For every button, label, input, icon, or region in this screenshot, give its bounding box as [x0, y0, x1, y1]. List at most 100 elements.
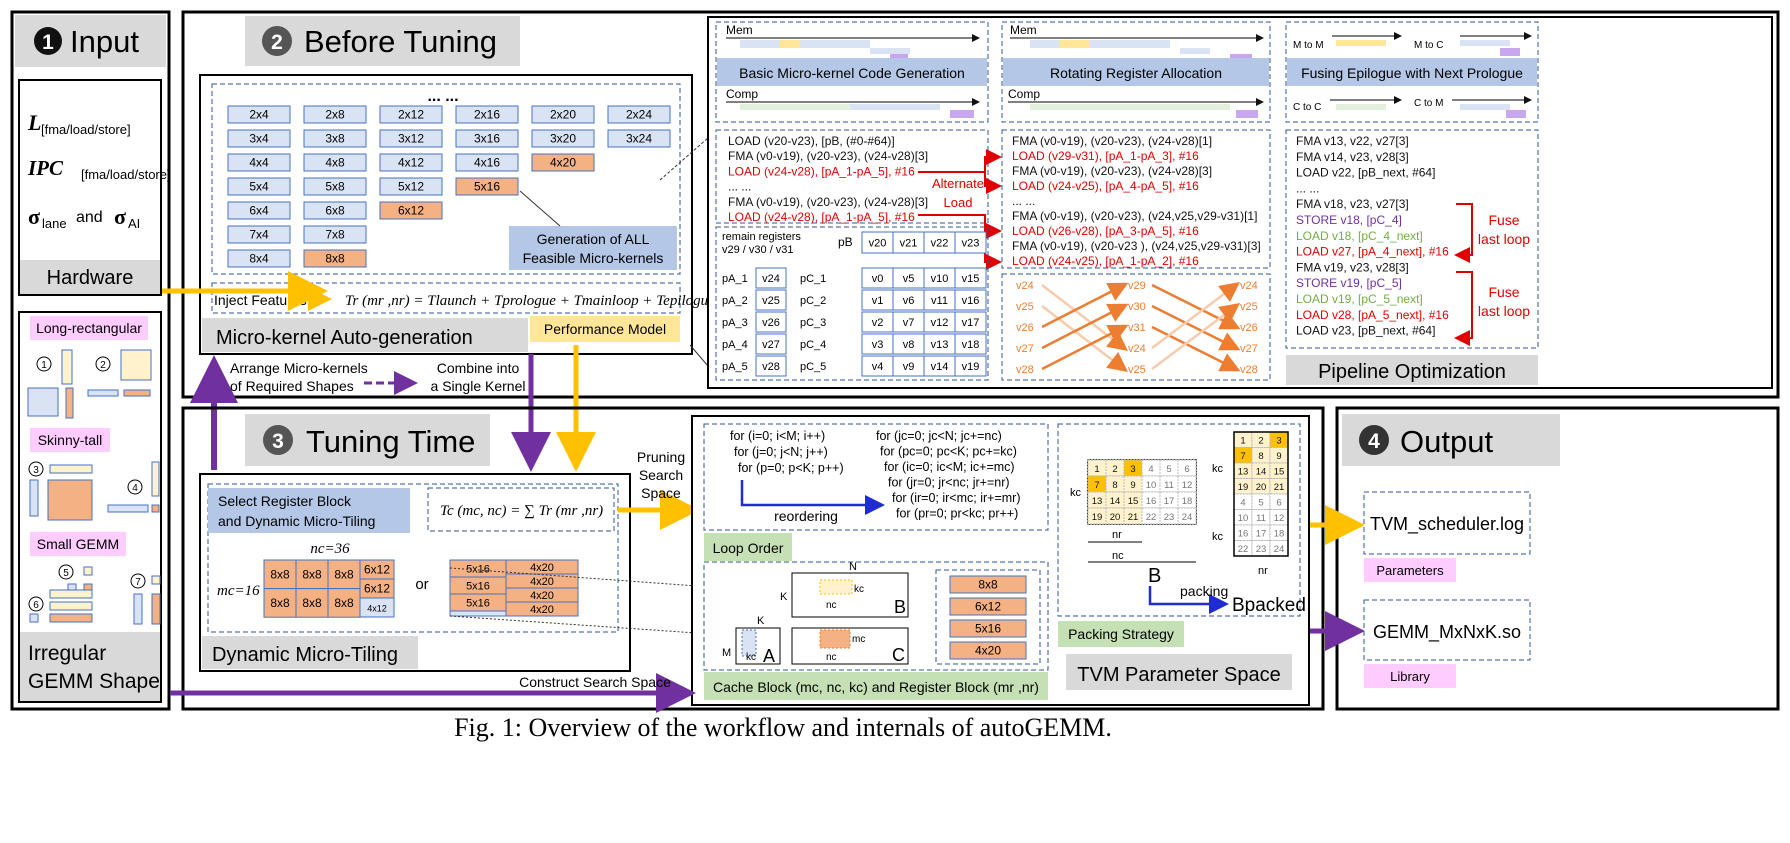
- pc-reg-text: v10: [931, 273, 949, 285]
- pc-label: pC_3: [800, 317, 826, 329]
- construct-label: Construct Search Space: [519, 674, 671, 690]
- b-cell-num: 5: [1166, 464, 1171, 475]
- combine-label-1: Combine into: [437, 360, 520, 376]
- fuse-label-1: Fuse: [1488, 212, 1519, 228]
- nc-label: nc=36: [310, 541, 350, 557]
- mc-label-c: mc: [852, 634, 865, 645]
- pa-label: pA_5: [722, 361, 748, 373]
- hw-sigma-lane: σ: [28, 204, 40, 229]
- tile-b-text: 4x20: [530, 590, 554, 602]
- b-cell-num: 12: [1182, 480, 1193, 491]
- bp-cell-num: 7: [1240, 451, 1245, 462]
- b-cell-num: 16: [1146, 496, 1157, 507]
- pc-reg-text: v14: [931, 361, 949, 373]
- pa-reg-cell: [755, 267, 787, 289]
- m-to-m: M to M: [1293, 40, 1324, 51]
- bp-cell-num: 22: [1238, 544, 1249, 555]
- code-line: FMA (v0-v19), (v20-v23), (v24,v25,v29-v3…: [1012, 209, 1257, 223]
- or-label: or: [415, 576, 428, 593]
- b-label: B: [1148, 565, 1161, 587]
- step-one-badge: [34, 27, 62, 55]
- code-line: LOAD v28, [pA_5_next], #16: [1296, 308, 1449, 322]
- tile-a-cell: [359, 597, 395, 618]
- b-cell-num: 21: [1128, 512, 1139, 523]
- generation-label-2: Feasible Micro-kernels: [523, 250, 664, 266]
- pc-reg-cell: [954, 333, 987, 355]
- tuning-panel: 3 Tuning Time Select Register Block and …: [170, 406, 1325, 713]
- dynamic-tiling-label: Dynamic Micro-Tiling: [212, 644, 398, 666]
- pa-label: pA_3: [722, 317, 748, 329]
- rot-mid: v31: [1128, 322, 1146, 334]
- kernel-cell: [379, 177, 443, 196]
- tile-b-text: 4x20: [530, 562, 554, 574]
- hardware-box: [18, 79, 162, 296]
- code-line: LOAD v27, [pA_4_next], #16: [1296, 245, 1449, 259]
- kernel-text: 4x20: [550, 156, 576, 170]
- step-three-badge: [263, 425, 293, 455]
- kernel-text: 4x16: [474, 156, 500, 170]
- loop-line-reordered: for (jc=0; jc<N; jc+=nc): [876, 429, 1002, 443]
- output-panel: 4 Output TVM_scheduler.log Parameters GE…: [1310, 406, 1780, 711]
- kernel-cell: [227, 129, 291, 148]
- b-cell-num: 23: [1164, 512, 1175, 523]
- mem-label-1: Mem: [726, 23, 753, 37]
- code-line: LOAD (v24-v25), [pA_1-pA_2], #16: [1012, 254, 1199, 268]
- pc-reg-text: v17: [962, 317, 980, 329]
- rot-mid: v30: [1128, 301, 1146, 313]
- packing-strategy-label: Packing Strategy: [1068, 626, 1174, 642]
- code-line: FMA (v0-v19), (v20-v23), (v24-v28)[1]: [1012, 134, 1212, 148]
- pa-label: pA_1: [722, 273, 748, 285]
- figure-caption: Fig. 1: Overview of the workflow and int…: [454, 713, 1112, 742]
- kernel-text: 3x8: [325, 132, 345, 146]
- pc-reg-cell: [954, 355, 987, 377]
- kernel-text: 6x8: [325, 204, 345, 218]
- matrix-c-label: C: [892, 645, 905, 665]
- pc-reg-text: v12: [931, 317, 949, 329]
- kernel-text: 3x16: [474, 132, 500, 146]
- pa-reg-text: v28: [762, 361, 780, 373]
- pc-reg-text: v11: [931, 295, 948, 307]
- b-cell-num: 6: [1184, 464, 1189, 475]
- step-three-number: 3: [272, 430, 284, 453]
- rot-left: v27: [1016, 343, 1034, 355]
- rot-right: v28: [1240, 364, 1258, 376]
- loop-line-reordered: for (pc=0; pc<K; pc+=kc): [880, 445, 1017, 459]
- hw-sigma-ai-sub: AI: [128, 216, 140, 231]
- reg-block-text: 5x16: [975, 622, 1001, 636]
- b-cell-num: 11: [1164, 480, 1174, 491]
- pc-reg-text: v6: [903, 295, 915, 307]
- kernel-text: 3x20: [550, 132, 576, 146]
- bp-cell-num: 12: [1274, 513, 1285, 524]
- gemm-shape-label: GEMM Shape: [28, 670, 160, 693]
- kernel-text: 3x4: [249, 132, 269, 146]
- code-line: LOAD (v29-v31), [pA_1-pA_3], #16: [1012, 149, 1199, 163]
- c-to-m: C to M: [1414, 98, 1443, 109]
- tuning-title: Tuning Time: [306, 424, 475, 459]
- cache-block-label: Cache Block (mc, nc, kc) and Register Bl…: [713, 679, 1039, 695]
- pc-reg-text: v1: [872, 295, 884, 307]
- inject-features: Inject Features: [214, 292, 307, 308]
- reg-block-cell: [949, 597, 1027, 616]
- rot-left: v28: [1016, 364, 1034, 376]
- kernel-cell: [303, 201, 367, 220]
- hw-sigma-lane-sub: lane: [42, 216, 67, 231]
- tile-b-text: 4x20: [530, 576, 554, 588]
- basic-codegen-panel: Mem Basic Micro-kernel Code Generation C…: [715, 21, 989, 123]
- loop-line-reordered: for (pr=0; pr<kc; pr++): [896, 507, 1018, 521]
- irregular-label: Irregular: [28, 642, 106, 665]
- register-table-box: [715, 226, 989, 381]
- bp-cell-num: 17: [1256, 529, 1267, 540]
- code-line: STORE v18, [pC_4]: [1296, 213, 1402, 227]
- loop-order-label: Loop Order: [713, 540, 784, 556]
- pipeline-label: Pipeline Optimization: [1318, 361, 1506, 383]
- rot-mid: v29: [1128, 280, 1146, 292]
- step-four-number: 4: [1368, 430, 1380, 453]
- bp-cell-num: 3: [1276, 436, 1281, 447]
- small-gemm-tag: Small GEMM: [37, 536, 119, 552]
- rot-right: v25: [1240, 301, 1258, 313]
- step-one-number: 1: [42, 31, 54, 54]
